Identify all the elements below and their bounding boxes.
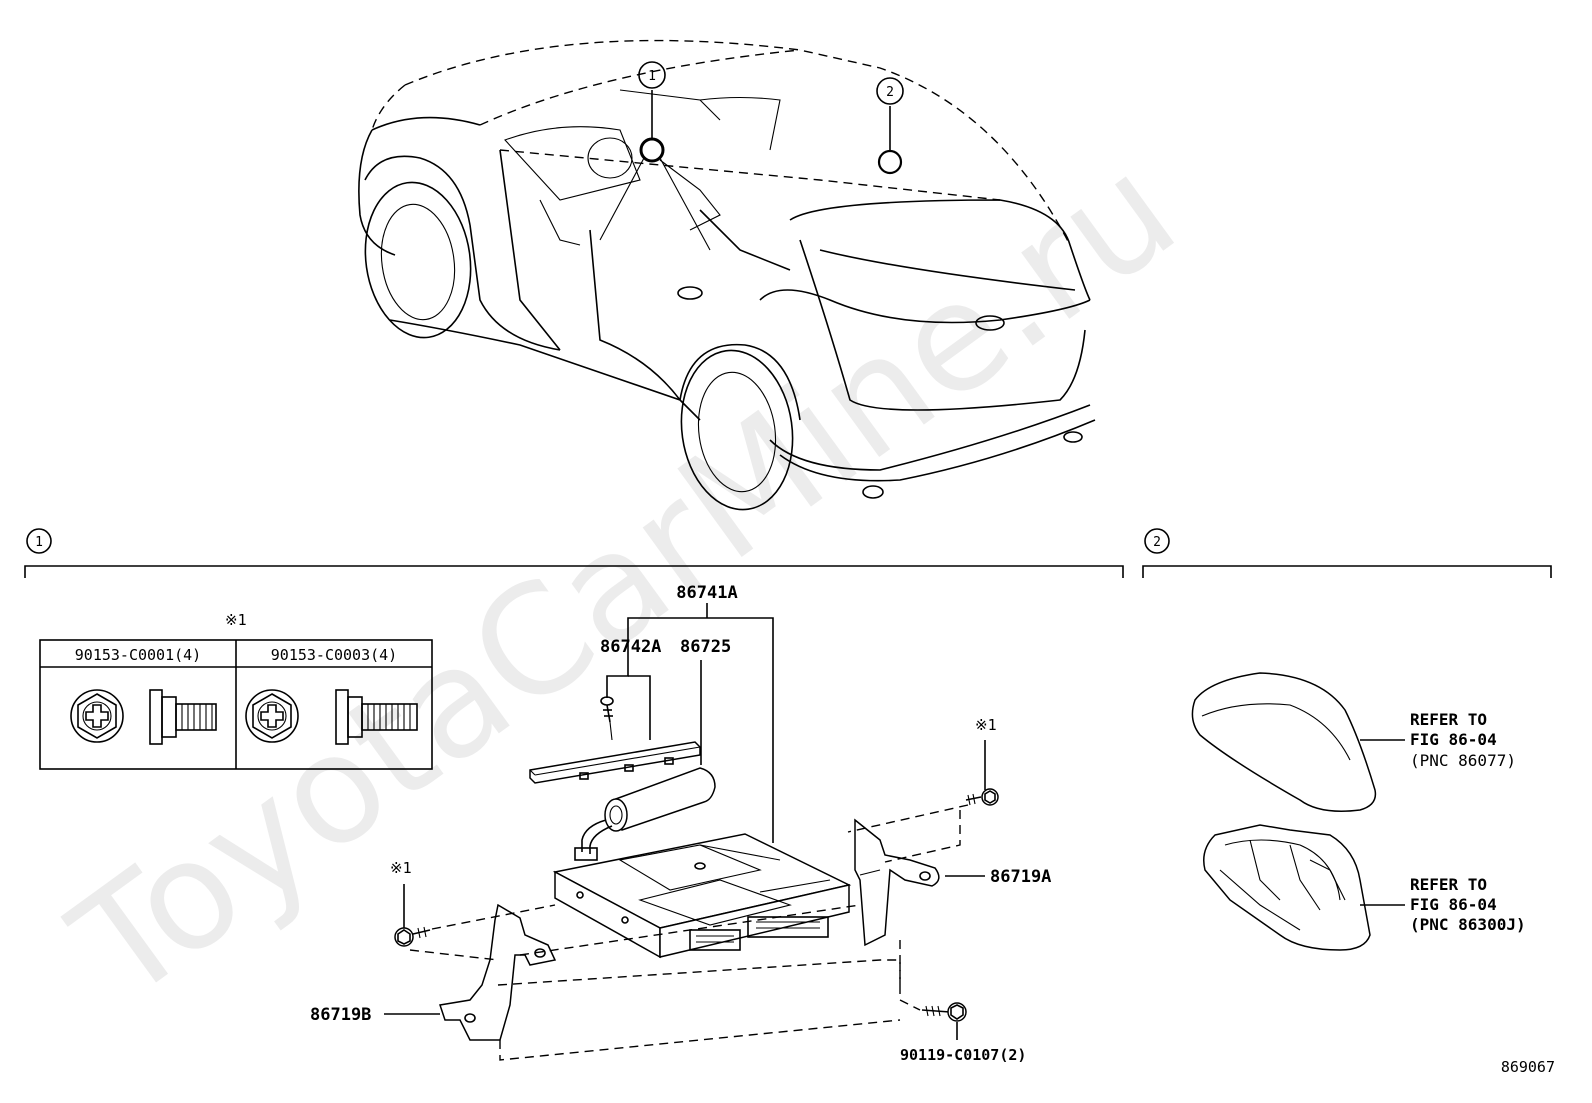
section-1-header: 1 <box>24 528 1124 578</box>
bolt-90119 <box>921 1002 967 1040</box>
part-86725: 86725 <box>680 637 731 657</box>
part-86719B: 86719B <box>310 1005 371 1025</box>
section-1-callout: 1 <box>35 535 43 550</box>
bolt-table: ※1 90153-C0001(4) 90153-C0003(4) <box>39 611 433 770</box>
bolt-c0001-top-view <box>70 689 124 743</box>
bracket-86719A <box>854 818 985 947</box>
ref-base-line2: FIG 86-04 <box>1410 895 1497 914</box>
ref-antenna-line3: (PNC 86077) <box>1410 751 1516 770</box>
screw-86742A <box>600 696 614 741</box>
antenna-base <box>1203 824 1405 951</box>
figure-id: 869067 <box>1501 1058 1555 1076</box>
bolt-left: ※1 <box>390 859 431 947</box>
part-86741A: 86741A <box>676 583 737 603</box>
part-86742A: 86742A <box>600 637 661 657</box>
bolt-right: ※1 <box>965 716 999 806</box>
battery-86725 <box>574 767 716 861</box>
part-90119-C0107: 90119-C0107(2) <box>900 1046 1026 1064</box>
bolt-c0003-top-view <box>245 689 299 743</box>
section-2-callout: 2 <box>1153 535 1161 550</box>
antenna-cover <box>1191 672 1405 812</box>
bolt-header-c0001: 90153-C0001(4) <box>75 646 201 664</box>
bolt-right-note: ※1 <box>975 716 997 734</box>
ref-antenna-line2: FIG 86-04 <box>1410 730 1497 749</box>
bolt-header-c0003: 90153-C0003(4) <box>271 646 397 664</box>
section-2-header: 2 <box>1142 528 1552 578</box>
ref-base-line1: REFER TO <box>1410 875 1487 894</box>
ref-base-line3: (PNC 86300J) <box>1410 915 1526 934</box>
ecu-86741A <box>552 833 852 959</box>
vehicle-callout-1: 1 <box>648 69 656 84</box>
ref-antenna-line1: REFER TO <box>1410 710 1487 729</box>
bolt-c0001-side-view <box>149 689 217 745</box>
section-1-exploded-view: 86741A 86742A 86725 <box>310 583 1051 1064</box>
vehicle-illustration: 1 2 <box>358 39 1096 511</box>
bolt-table-note: ※1 <box>225 611 247 629</box>
section-2-antenna: REFER TO FIG 86-04 (PNC 86077) REFER TO … <box>1191 672 1526 951</box>
bracket-86719B <box>384 903 557 1041</box>
cover-plate-86742A <box>529 741 701 784</box>
bolt-left-note: ※1 <box>390 859 412 877</box>
bolt-c0003-side-view <box>335 689 418 745</box>
vehicle-callout-2: 2 <box>886 85 894 100</box>
part-86719A: 86719A <box>990 867 1051 887</box>
